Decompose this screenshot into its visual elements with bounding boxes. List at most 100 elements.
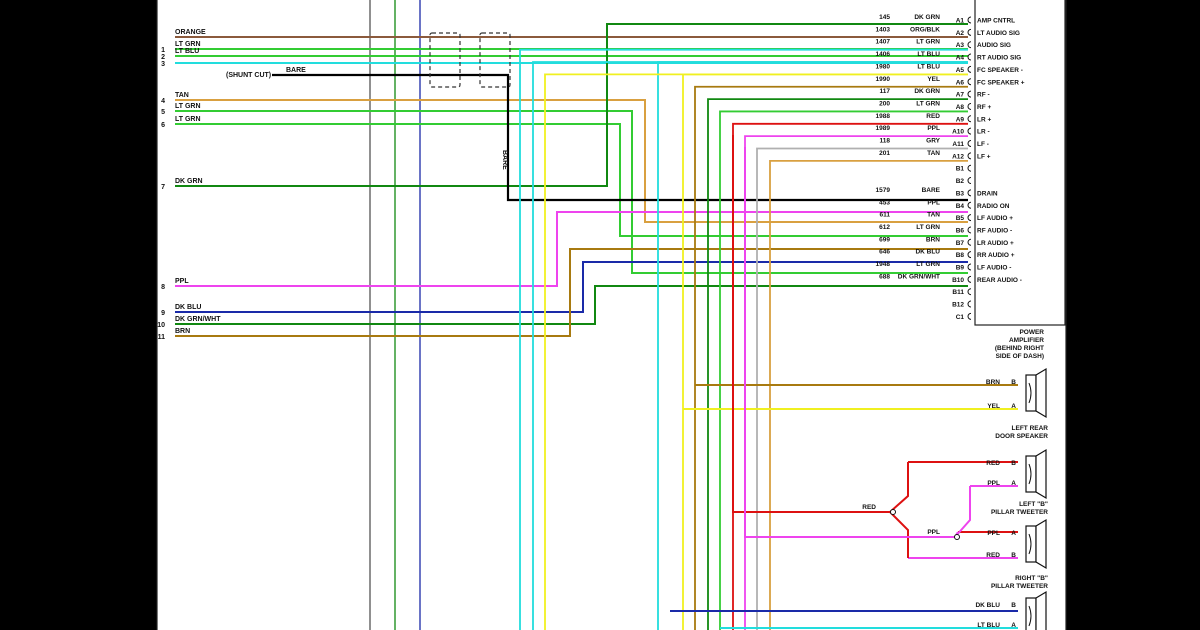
amp-pin-socket-B1: [967, 164, 972, 172]
trunk-wire-10: [519, 48, 968, 630]
trunk-wire-9: [769, 159, 968, 630]
amp-pin-B8: B8: [956, 252, 965, 259]
diagram-sheet: [156, 0, 1067, 630]
left-label-8: PPL: [175, 278, 189, 285]
splice-ppl-label: PPL: [927, 529, 940, 536]
amp-pin-socket-B11: [967, 288, 972, 296]
amp-func-A9: LR +: [977, 116, 991, 123]
amp-pin-A4: A4: [956, 55, 965, 62]
amp-circuit-A6: 1990: [876, 76, 891, 83]
speaker-right-tweeter-caption-0: RIGHT "B": [1015, 575, 1048, 582]
amp-color-A11: GRY: [926, 138, 941, 145]
wire-left-8: [175, 211, 968, 287]
trunk-wire-3: [694, 85, 968, 630]
speaker-left-rear-term-1: A: [1011, 403, 1016, 410]
speaker-right-tweeter-term-1: B: [1011, 552, 1016, 559]
speaker-bottom-speaker-wire-1: LT BLU: [977, 622, 1000, 629]
left-label-6: LT GRN: [175, 116, 201, 123]
left-pin-10: 10: [157, 322, 165, 329]
amp-func-A8: RF +: [977, 104, 991, 111]
amp-circuit-A5: 1980: [876, 63, 891, 70]
amp-color-A12: TAN: [927, 150, 940, 157]
amp-func-A4: RT AUDIO SIG: [977, 55, 1021, 62]
amp-color-B8: DK BLU: [915, 249, 940, 256]
amp-color-B5: TAN: [927, 212, 940, 219]
left-label-9: DK BLU: [175, 304, 201, 311]
amp-pin-A6: A6: [956, 79, 965, 86]
amp-func-A1: AMP CNTRL: [977, 18, 1015, 25]
amp-func-B4: RADIO ON: [977, 203, 1010, 210]
speaker-left-tweeter-caption-1: PILLAR TWEETER: [991, 509, 1048, 516]
amp-circuit-A4: 1406: [876, 51, 891, 58]
amp-color-B10: DK GRN/WHT: [898, 273, 940, 280]
left-pin-5: 5: [161, 109, 165, 116]
speaker-cone: [1035, 518, 1047, 570]
amp-circuit-B9: 1948: [876, 261, 891, 268]
left-label-10: DK GRN/WHT: [175, 316, 221, 323]
amp-pin-B5: B5: [956, 215, 965, 222]
amp-pin-A11: A11: [952, 141, 964, 148]
amp-pin-A1: A1: [956, 18, 965, 25]
wire-left-10: [175, 285, 968, 325]
left-pin-6: 6: [161, 122, 165, 129]
amp-pin-B6: B6: [956, 227, 965, 234]
shunt-box-1: [479, 32, 511, 88]
amp-color-A8: LT GRN: [916, 100, 940, 107]
amp-func-B7: LR AUDIO +: [977, 240, 1014, 247]
amp-pin-B4: B4: [956, 203, 965, 210]
amp-color-A10: PPL: [927, 125, 940, 132]
speaker-cone: [1035, 448, 1047, 500]
amp-pin-socket-B12: [967, 300, 972, 308]
amp-pin-socket-B7: [967, 238, 972, 246]
amp-circuit-B3: 1579: [876, 187, 891, 194]
amp-pin-socket-A3: [967, 41, 972, 49]
amp-pin-socket-B2: [967, 177, 972, 185]
amp-pin-socket-B9: [967, 263, 972, 271]
amp-pin-A10: A10: [952, 129, 964, 136]
amp-pin-B9: B9: [956, 265, 965, 272]
amp-title-line-3: SIDE OF DASH): [996, 353, 1044, 360]
amp-pin-socket-C1: [967, 312, 972, 320]
speaker-cone: [1035, 367, 1047, 419]
bare-label: BARE: [286, 67, 306, 74]
amp-circuit-B4: 453: [879, 199, 890, 206]
amp-pin-socket-A7: [967, 90, 972, 98]
amp-pin-socket-A11: [967, 140, 972, 147]
amp-pin-socket-A2: [967, 28, 972, 36]
left-pin-11: 11: [158, 334, 166, 341]
speaker-cone: [1035, 590, 1047, 630]
amp-func-A2: LT AUDIO SIG: [977, 30, 1020, 37]
speaker-bottom-speaker-term-0: B: [1011, 602, 1016, 609]
left-pin-4: 4: [161, 98, 165, 105]
left-label-7: DK GRN: [175, 178, 203, 185]
amp-pin-socket-A10: [967, 127, 972, 135]
amp-func-A5: FC SPEAKER -: [977, 67, 1023, 74]
speaker-left-rear-wire-0: BRN: [986, 379, 1000, 386]
amp-func-B6: RF AUDIO -: [977, 227, 1012, 234]
left-pin-9: 9: [161, 310, 165, 317]
speaker-icon-left-rear: [1025, 367, 1047, 419]
trunk-wire-5: [719, 110, 968, 630]
wire-left-5: [175, 110, 968, 274]
amp-pin-A9: A9: [956, 116, 965, 123]
amp-pin-socket-A12: [967, 152, 972, 160]
amp-pin-B3: B3: [956, 190, 965, 197]
wire-left-9: [175, 261, 968, 313]
ppl-splice-feed: [744, 147, 955, 538]
splice-red-dot: [890, 509, 896, 515]
speaker-right-tweeter-term-0: A: [1011, 530, 1016, 537]
amp-pin-socket-B10: [967, 275, 972, 283]
amp-circuit-A1: 145: [879, 14, 890, 21]
shunt-connectors: [429, 32, 511, 88]
wire-paths: [175, 23, 1018, 630]
red-splice-down: [889, 511, 909, 558]
amp-color-B7: BRN: [926, 236, 940, 243]
amp-func-B3: DRAIN: [977, 190, 998, 197]
amp-circuit-B7: 699: [879, 236, 890, 243]
speaker-left-tweeter-caption-0: LEFT "B": [1019, 501, 1048, 508]
amp-circuit-B5: 611: [880, 212, 891, 219]
amp-pin-B1: B1: [956, 166, 965, 173]
